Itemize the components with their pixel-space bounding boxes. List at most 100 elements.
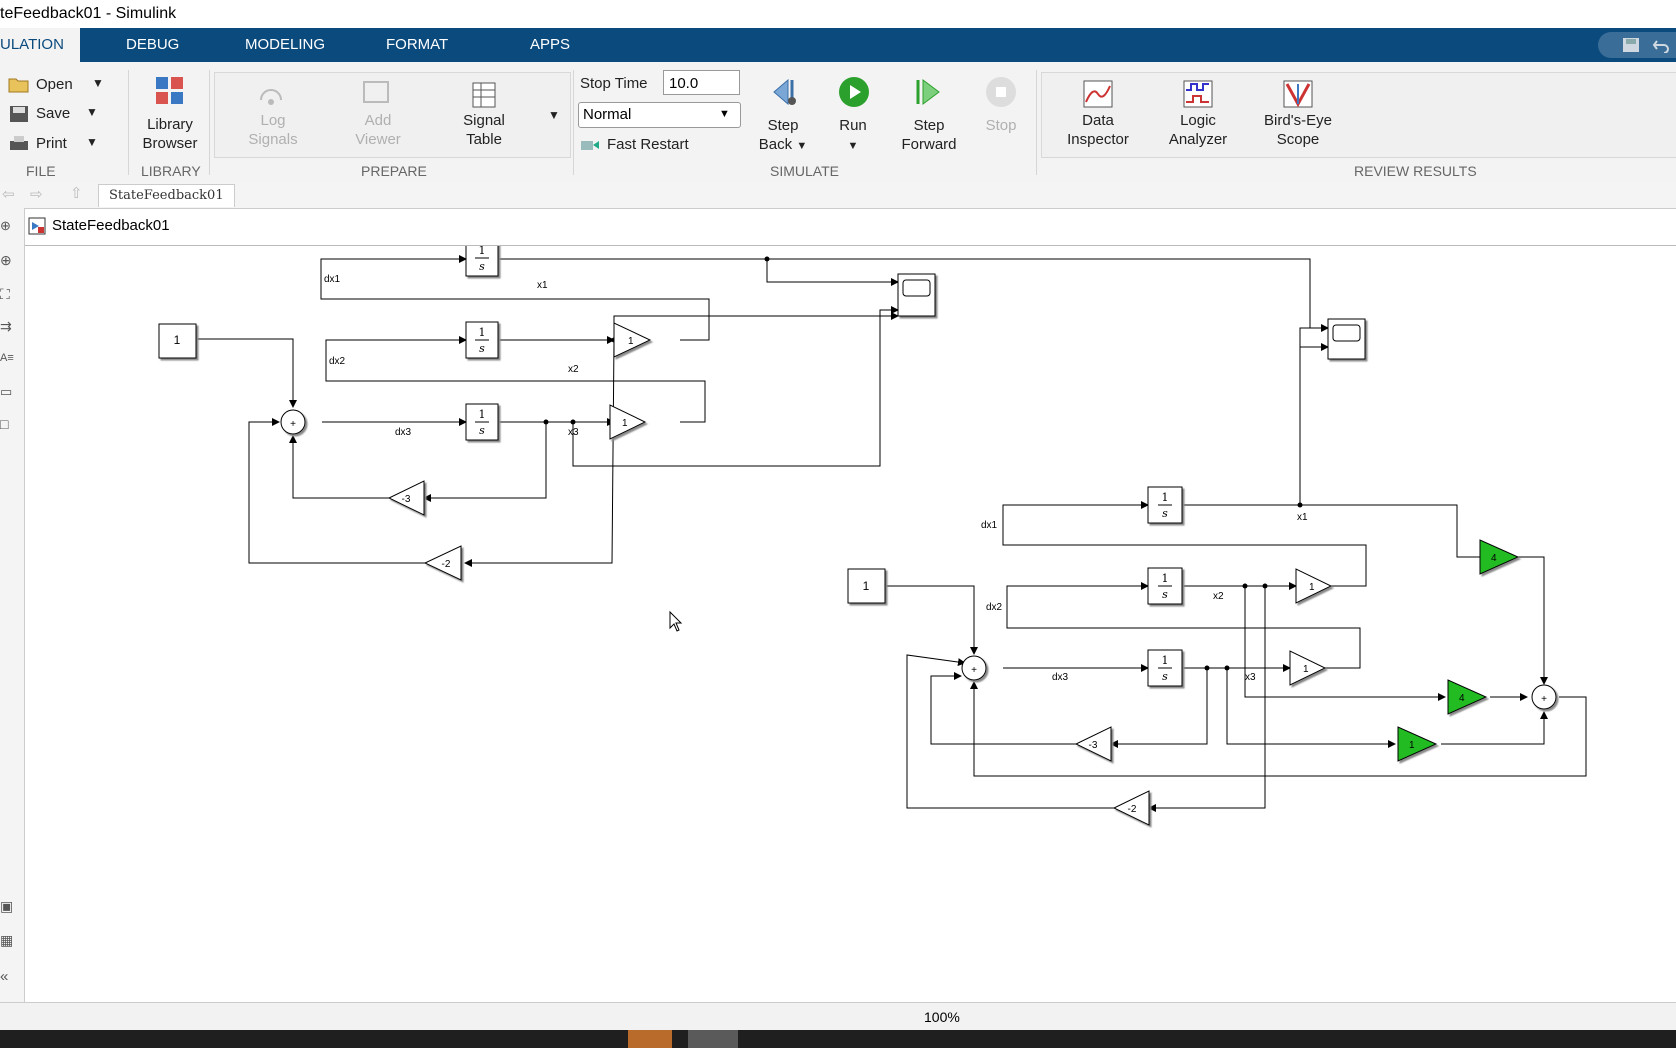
gain-value: 1	[1309, 582, 1315, 593]
tab-format[interactable]: FORMAT	[386, 36, 449, 53]
section-simulate: SIMULATE	[770, 163, 839, 179]
constant-block[interactable]: 1	[847, 568, 886, 604]
constant-block[interactable]: 1	[158, 323, 197, 359]
print-dropdown-icon[interactable]: ▼	[86, 135, 98, 149]
feedback-gain-block-green[interactable]: 4	[1479, 539, 1520, 575]
gain-value: 1	[1303, 664, 1309, 675]
camera-icon[interactable]: ▣	[0, 898, 14, 914]
constant-value: 1	[174, 333, 181, 347]
step-forward-icon	[916, 79, 940, 105]
signal-label-x1: x1	[1297, 512, 1308, 523]
gain-block-minus-3[interactable]: -3	[387, 480, 425, 516]
fit-to-view-icon[interactable]: ⛶	[0, 286, 10, 302]
sum-sign: +	[290, 419, 296, 430]
model-browser-icon[interactable]: ▦	[0, 932, 14, 948]
signal-label-dx1: dx1	[324, 274, 341, 285]
model-icon	[28, 217, 46, 235]
gain-value: -2	[1128, 804, 1137, 815]
gain-value: 1	[622, 418, 628, 429]
undo-icon[interactable]	[1652, 37, 1670, 53]
model-name: StateFeedback01	[52, 217, 170, 234]
sum-block[interactable]: +	[280, 409, 306, 435]
taskbar-app[interactable]	[628, 1030, 672, 1048]
image-icon[interactable]: ▭	[0, 384, 13, 399]
forward-arrow-icon[interactable]: ⇨	[30, 186, 43, 203]
gain-block-minus-2[interactable]: -2	[423, 545, 462, 581]
integrator-den: s	[1162, 670, 1168, 683]
sum-block[interactable]: +	[1531, 684, 1557, 710]
zoom-icon[interactable]: ⊕	[0, 252, 12, 268]
gain-block[interactable]: 1	[1295, 568, 1333, 604]
signal-label-dx3: dx3	[1052, 672, 1069, 683]
save-icon[interactable]	[1622, 37, 1640, 53]
scope-block[interactable]	[897, 273, 936, 317]
breadcrumb-tab[interactable]: StateFeedback01	[98, 184, 235, 207]
run-button[interactable]: Run▼	[822, 116, 884, 156]
gain-block-minus-2[interactable]: -2	[1112, 790, 1150, 826]
stop-time-input[interactable]: 10.0	[663, 70, 740, 95]
open-button[interactable]: Open	[36, 76, 73, 93]
open-dropdown-icon[interactable]: ▼	[92, 76, 104, 90]
birds-eye-scope-label-2: Scope	[1276, 131, 1320, 148]
simulation-mode-select[interactable]: Normal ▼	[578, 102, 741, 128]
fast-restart-toggle[interactable]: Fast Restart	[607, 136, 689, 153]
feedback-gain-block-green[interactable]: 4	[1447, 679, 1488, 715]
integrator-block-x1[interactable]: 1s	[465, 246, 499, 277]
logic-analyzer-label-1: Logic	[1180, 112, 1216, 129]
scope-block[interactable]	[1327, 318, 1366, 360]
signal-label-x3: x3	[568, 427, 579, 438]
gain-block-minus-3[interactable]: -3	[1074, 726, 1112, 762]
tab-simulation[interactable]: ULATION	[0, 28, 80, 62]
back-arrow-icon[interactable]: ⇦	[2, 186, 15, 203]
integrator-block-x2[interactable]: 1s	[465, 321, 499, 359]
chevron-down-icon: ▼	[847, 140, 859, 152]
integrator-block-x1[interactable]: 1s	[1147, 486, 1183, 524]
tab-debug[interactable]: DEBUG	[126, 36, 180, 53]
arrange-icon[interactable]: ⇉	[0, 318, 12, 334]
save-button[interactable]: Save	[36, 105, 71, 122]
tab-apps[interactable]: APPS	[530, 36, 571, 53]
integrator-num: 1	[479, 246, 486, 257]
gain-block[interactable]: 1	[609, 404, 647, 440]
feedback-gain-block-green[interactable]: 1	[1397, 726, 1438, 762]
integrator-block-x2[interactable]: 1s	[1147, 567, 1183, 605]
save-dropdown-icon[interactable]: ▼	[86, 105, 98, 119]
gain-block[interactable]: 1	[613, 322, 652, 358]
signal-label-x1: x1	[537, 280, 548, 291]
integrator-block-x3[interactable]: 1s	[1147, 649, 1183, 687]
hide-explorer-icon[interactable]: ⊕	[0, 218, 11, 233]
collapse-icon[interactable]: «	[0, 968, 9, 985]
integrator-den: s	[1162, 507, 1168, 520]
signal-table-label-1: Signal	[463, 112, 505, 129]
integrator-block-x3[interactable]: 1s	[465, 403, 499, 441]
constant-value: 1	[863, 579, 870, 593]
signal-table-icon	[472, 82, 496, 108]
print-button[interactable]: Print	[36, 135, 67, 152]
tab-modeling[interactable]: MODELING	[245, 36, 326, 53]
integrator-num: 1	[479, 408, 486, 421]
prepare-gallery-expand-icon[interactable]: ▼	[548, 108, 560, 122]
sum-block[interactable]: +	[961, 655, 987, 681]
step-back-icon	[773, 78, 796, 106]
gain-value: 4	[1459, 693, 1465, 704]
annotation-icon[interactable]: A≡	[0, 352, 14, 364]
gain-block[interactable]: 1	[1289, 650, 1327, 686]
stop-button[interactable]: Stop	[985, 117, 1017, 134]
up-arrow-icon[interactable]: ⇧	[70, 185, 83, 202]
ribbon-separator	[209, 70, 210, 175]
signal-label-x2: x2	[1213, 591, 1224, 602]
taskbar-app[interactable]	[688, 1030, 738, 1048]
zoom-level: 100%	[924, 1009, 960, 1025]
integrator-den: s	[1162, 588, 1168, 601]
area-icon[interactable]: □	[0, 416, 9, 432]
